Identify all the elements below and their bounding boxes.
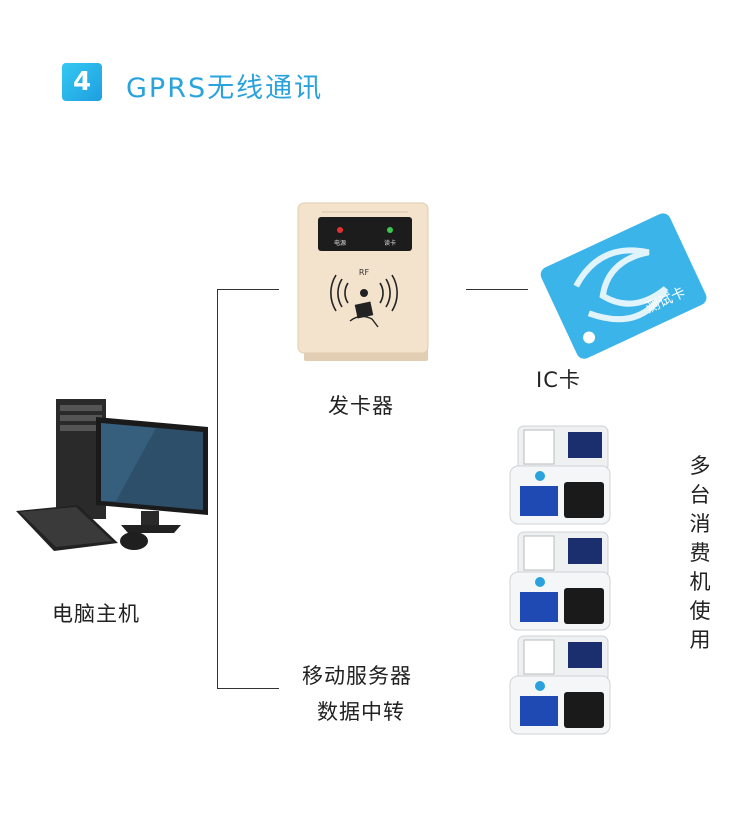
terminals-label-char: 机 xyxy=(689,570,711,594)
server-label-line2: 数据中转 xyxy=(317,700,405,724)
connector-bottom xyxy=(217,688,279,689)
connector-reader-card xyxy=(466,289,528,290)
terminals-label-char: 使 xyxy=(689,599,711,623)
pos-terminal-image xyxy=(509,635,611,735)
computer-label: 电脑主机 xyxy=(52,602,140,626)
terminals-label-char: 多 xyxy=(689,454,711,478)
terminals-label-char: 消 xyxy=(689,512,711,536)
led-read-label: 读卡 xyxy=(384,239,396,247)
step-badge: 4 xyxy=(62,63,102,101)
card-reader-label: 发卡器 xyxy=(328,394,394,418)
connector-vertical xyxy=(217,289,218,689)
terminals-label-char: 费 xyxy=(689,541,711,565)
terminals-label-char: 台 xyxy=(689,483,711,507)
rf-label: RF xyxy=(359,268,370,277)
ic-card-label: IC卡 xyxy=(536,368,581,392)
ic-card-image: 测试卡 xyxy=(540,213,707,359)
section-title: GPRS无线通讯 xyxy=(126,73,324,104)
computer-image xyxy=(16,399,208,551)
pos-terminal-image xyxy=(509,425,611,525)
led-power-label: 电源 xyxy=(334,239,346,247)
pos-terminal-image xyxy=(509,531,611,631)
server-label-line1: 移动服务器 xyxy=(302,664,412,688)
card-reader-image: 电源 读卡 RF xyxy=(297,202,429,361)
terminals-label: 多 台 消 费 机 使 用 xyxy=(688,452,712,655)
connector-top xyxy=(217,289,279,290)
terminals-label-char: 用 xyxy=(689,628,711,652)
